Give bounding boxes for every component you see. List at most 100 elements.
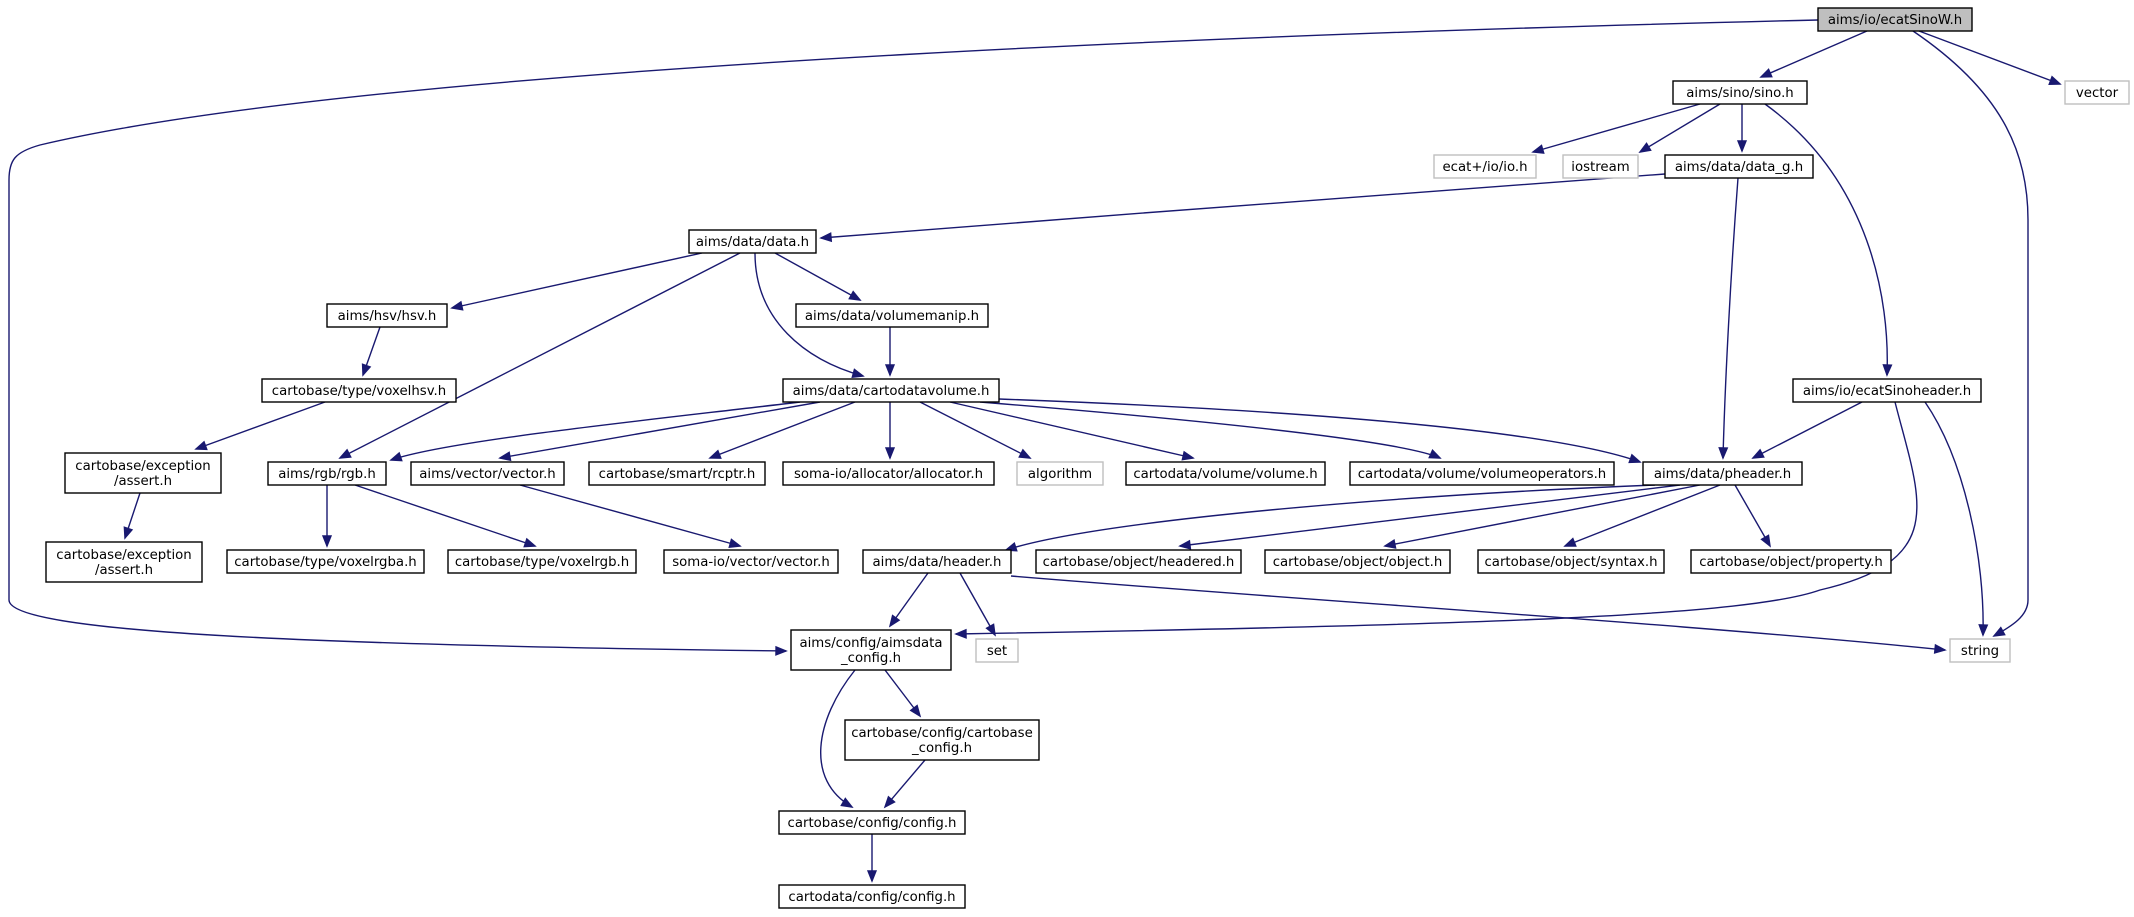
edge-ecatsinoheader-to-pheader bbox=[1751, 401, 1863, 459]
node-aimsvector[interactable]: aims/vector/vector.h bbox=[410, 461, 565, 486]
arrowhead-icon bbox=[1751, 448, 1765, 459]
edge-rgb-to-voxelrgb bbox=[354, 484, 537, 548]
edge-cartodatavolume-to-pheader bbox=[998, 398, 1642, 464]
edge-line bbox=[820, 669, 856, 808]
edge-aimsdata_config-to-cb_config bbox=[820, 669, 856, 808]
node-aimsdata_config[interactable]: aims/config/aimsdata_config.h bbox=[790, 629, 952, 671]
edge-cartodatavolume-to-aimsvector bbox=[498, 401, 821, 462]
arrowhead-icon bbox=[728, 538, 742, 548]
node-data[interactable]: aims/data/data.h bbox=[688, 229, 817, 254]
arrowhead-icon bbox=[1531, 144, 1545, 154]
arrowhead-icon bbox=[1736, 140, 1748, 153]
arrowhead-icon bbox=[1428, 449, 1442, 459]
node-label: soma-io/allocator/allocator.h bbox=[794, 467, 983, 482]
node-allocator[interactable]: soma-io/allocator/allocator.h bbox=[782, 461, 995, 486]
edge-line bbox=[499, 401, 821, 459]
node-voxelrgba[interactable]: cartobase/type/voxelrgba.h bbox=[226, 549, 425, 574]
edge-cartodatavolume-to-volumeoperators bbox=[979, 401, 1442, 459]
node-label: /assert.h bbox=[95, 563, 153, 578]
node-property[interactable]: cartobase/object/property.h bbox=[1690, 549, 1892, 574]
edge-cartodatavolume-to-volume bbox=[949, 401, 1195, 461]
node-syntax[interactable]: cartobase/object/syntax.h bbox=[1477, 549, 1665, 574]
edge-cartodatavolume-to-allocator bbox=[884, 402, 896, 460]
edge-line bbox=[1722, 177, 1739, 459]
node-box bbox=[1949, 638, 2011, 663]
node-string: string bbox=[1949, 638, 2011, 663]
node-label: cartodata/volume/volumeoperators.h bbox=[1358, 467, 1606, 482]
node-ecatsinow[interactable]: aims/io/ecatSinoW.h bbox=[1817, 7, 1973, 32]
edge-line bbox=[195, 401, 326, 450]
node-sino[interactable]: aims/sino/sino.h bbox=[1672, 80, 1808, 105]
arrowhead-icon bbox=[2048, 75, 2062, 85]
node-box bbox=[790, 629, 952, 671]
node-label: aims/data/cartodatavolume.h bbox=[793, 384, 990, 399]
node-label: aims/data/data_g.h bbox=[1675, 160, 1803, 175]
node-data_g[interactable]: aims/data/data_g.h bbox=[1664, 154, 1814, 179]
node-pheader[interactable]: aims/data/pheader.h bbox=[1642, 461, 1803, 486]
edge-pheader-to-syntax bbox=[1563, 484, 1721, 547]
node-box bbox=[1349, 461, 1615, 486]
node-cartobase_config[interactable]: cartobase/config/cartobase_config.h bbox=[844, 719, 1040, 761]
edge-pheader-to-object bbox=[1383, 484, 1701, 549]
edge-line bbox=[451, 252, 703, 309]
node-volumeoperators[interactable]: cartodata/volume/volumeoperators.h bbox=[1349, 461, 1615, 486]
edge-line bbox=[774, 252, 861, 301]
node-somavector[interactable]: soma-io/vector/vector.h bbox=[663, 549, 839, 574]
node-label: /assert.h bbox=[114, 474, 172, 489]
arrowhead-icon bbox=[708, 449, 722, 459]
edge-line bbox=[1639, 103, 1721, 153]
arrowhead-icon bbox=[954, 628, 967, 639]
node-headered[interactable]: cartobase/object/headered.h bbox=[1035, 549, 1242, 574]
node-label: string bbox=[1961, 644, 1999, 659]
node-box bbox=[663, 549, 839, 574]
arrowhead-icon bbox=[1759, 68, 1773, 78]
node-label: cartobase/type/voxelrgba.h bbox=[234, 555, 416, 570]
node-hsv[interactable]: aims/hsv/hsv.h bbox=[326, 303, 448, 328]
node-label: aims/data/pheader.h bbox=[1654, 467, 1791, 482]
edge-line bbox=[1924, 401, 1984, 636]
node-volumemanip[interactable]: aims/data/volumemanip.h bbox=[795, 303, 989, 328]
node-label: vector bbox=[2076, 86, 2119, 101]
node-box bbox=[1690, 549, 1892, 574]
node-voxelrgb[interactable]: cartobase/type/voxelrgb.h bbox=[447, 549, 637, 574]
node-label: aims/data/data.h bbox=[696, 235, 809, 250]
node-cd_config[interactable]: cartodata/config/config.h bbox=[778, 884, 966, 909]
node-cb_config[interactable]: cartobase/config/config.h bbox=[778, 810, 966, 835]
node-label: aims/io/ecatSinoheader.h bbox=[1803, 384, 1971, 399]
node-label: cartobase/type/voxelhsv.h bbox=[272, 384, 446, 399]
node-volume[interactable]: cartodata/volume/volume.h bbox=[1125, 461, 1326, 486]
node-label: soma-io/vector/vector.h bbox=[672, 555, 830, 570]
arrowhead-icon bbox=[840, 797, 854, 808]
node-rcptr[interactable]: cartobase/smart/rcptr.h bbox=[588, 461, 766, 486]
node-cartodatavolume[interactable]: aims/data/cartodatavolume.h bbox=[782, 378, 1000, 403]
node-object[interactable]: cartobase/object/object.h bbox=[1264, 549, 1451, 574]
node-box bbox=[2064, 80, 2130, 105]
node-exc_assert2[interactable]: cartobase/exception/assert.h bbox=[45, 541, 203, 583]
node-label: aims/data/header.h bbox=[873, 555, 1002, 570]
node-label: cartobase/smart/rcptr.h bbox=[599, 467, 756, 482]
edge-line bbox=[1010, 575, 1946, 651]
node-rgb[interactable]: aims/rgb/rgb.h bbox=[267, 461, 387, 486]
node-label: cartodata/volume/volume.h bbox=[1133, 467, 1317, 482]
node-voxelhsv[interactable]: cartobase/type/voxelhsv.h bbox=[261, 378, 457, 403]
arrowhead-icon bbox=[361, 363, 372, 377]
arrowhead-icon bbox=[194, 440, 208, 451]
edge-data-to-cartodatavolume bbox=[754, 252, 865, 379]
node-label: cartobase/exception bbox=[56, 548, 191, 563]
node-label: _config.h bbox=[840, 651, 901, 666]
node-exc_assert1[interactable]: cartobase/exception/assert.h bbox=[64, 452, 222, 494]
node-label: iostream bbox=[1571, 160, 1629, 175]
edge-aimsdata_config-to-cartobase_config bbox=[884, 669, 922, 718]
node-box bbox=[778, 810, 966, 835]
nodes-layer: aims/io/ecatSinoW.h aims/sino/sino.h vecto… bbox=[45, 7, 2130, 909]
edge-line bbox=[1179, 484, 1681, 547]
arrowhead-icon bbox=[819, 232, 833, 243]
edge-sino-to-ecatio bbox=[1531, 103, 1701, 154]
node-box bbox=[45, 541, 203, 583]
node-header[interactable]: aims/data/header.h bbox=[862, 549, 1012, 574]
arrowhead-icon bbox=[909, 704, 922, 718]
arrowhead-icon bbox=[389, 451, 403, 462]
node-ecatsinoheader[interactable]: aims/io/ecatSinoheader.h bbox=[1792, 378, 1982, 403]
node-box bbox=[588, 461, 766, 486]
edge-ecatsinow-to-vector bbox=[1918, 30, 2062, 85]
